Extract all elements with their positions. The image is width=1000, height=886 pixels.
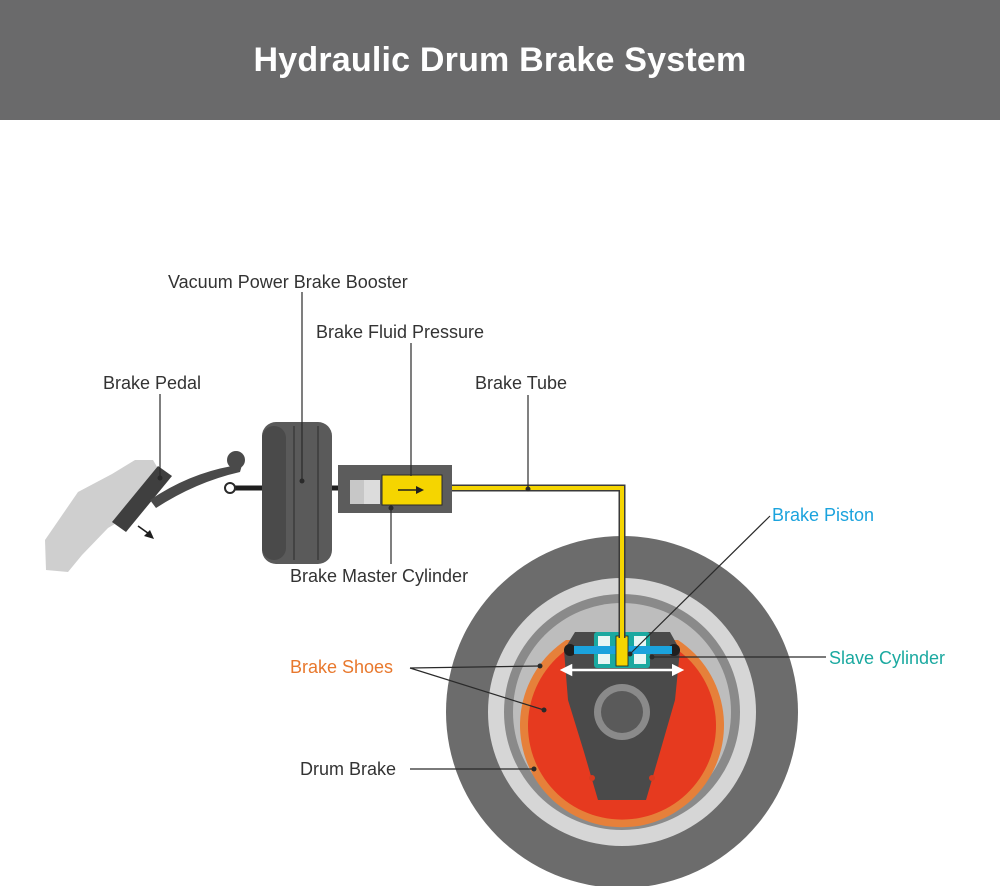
leader-brake-shoes-1 [409, 665, 541, 669]
label-master-cylinder: Brake Master Cylinder [290, 566, 468, 586]
label-fluid-pressure: Brake Fluid Pressure [316, 322, 484, 342]
label-brake-tube: Brake Tube [475, 373, 567, 393]
leader-dots [157, 475, 655, 772]
leader-brake-piston [629, 515, 771, 655]
slave-cylinder-cell-2 [598, 652, 610, 664]
pushrod-joint [224, 482, 236, 494]
label-vacuum-booster: Vacuum Power Brake Booster [168, 272, 408, 292]
brake-piston-left [574, 646, 620, 654]
anchor-left [564, 644, 576, 656]
slave-cylinder-cell-1 [598, 636, 610, 648]
slave-cylinder-cell-4 [634, 652, 646, 664]
master-cylinder-piston-1 [350, 480, 364, 504]
header-bar: Hydraulic Drum Brake System [0, 0, 1000, 120]
label-brake-piston: Brake Piston [772, 505, 874, 525]
label-brake-pedal: Brake Pedal [103, 373, 201, 393]
label-slave-cylinder: Slave Cylinder [829, 648, 945, 668]
brake-tube-fluid [450, 486, 624, 638]
slave-fluid [615, 635, 629, 667]
master-cylinder-piston-2 [364, 480, 380, 504]
pedal-pivot [227, 451, 245, 469]
label-brake-shoes: Brake Shoes [290, 657, 393, 677]
pedal-arm [150, 456, 244, 508]
slave-cylinder-cell-3 [634, 636, 646, 648]
booster-face [262, 426, 286, 560]
brake-piston-right [626, 646, 672, 654]
fluid-arrow-head [416, 486, 424, 494]
foot-shoe [45, 460, 160, 572]
leader-brake-shoes-2 [409, 667, 545, 711]
master-cylinder [338, 465, 452, 513]
label-drum-brake: Drum Brake [300, 759, 396, 779]
hub-inner [601, 691, 643, 733]
vacuum-booster [262, 422, 342, 564]
leader-lines [159, 292, 826, 770]
shoe-pin-left [589, 775, 595, 781]
pedal-arrow-head [144, 530, 154, 539]
shoe-pin-right [649, 775, 655, 781]
brake-pedal-assembly [45, 451, 270, 572]
drum-brake [446, 536, 798, 886]
pedal-pad [112, 466, 172, 532]
page-title: Hydraulic Drum Brake System [253, 40, 747, 79]
